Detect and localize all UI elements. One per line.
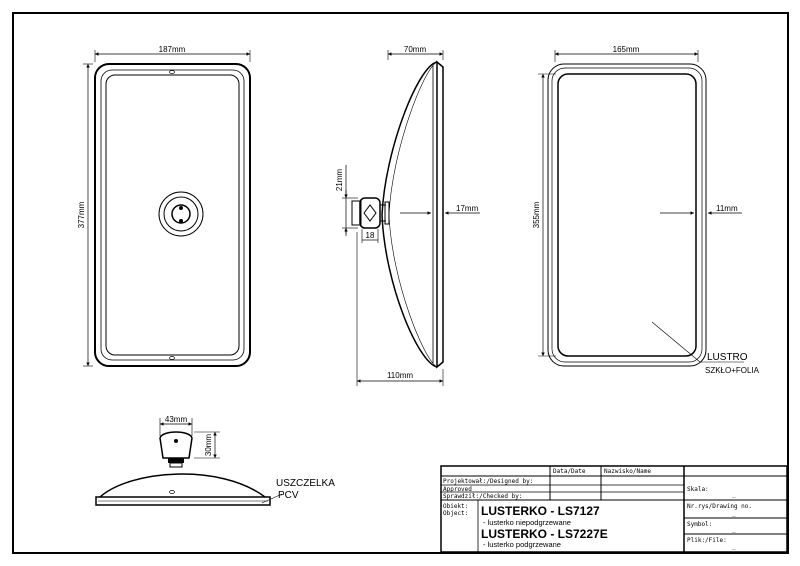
- side-depth-top-label: 70mm: [404, 45, 427, 54]
- tb-object-label-en: Object:: [443, 510, 468, 517]
- side-depth-bottom-label: 110mm: [387, 371, 413, 380]
- tb-object-sub-2: - lusterko podgrzewane: [483, 540, 561, 549]
- tb-scale-label: Skala:: [687, 486, 709, 493]
- front-view: 187mm 377mm: [77, 45, 251, 367]
- back-width-label: 165mm: [613, 45, 640, 54]
- tb-scale-value: _: [732, 491, 736, 498]
- title-block: Data/Date Nazwisko/Name Projektował:/Des…: [440, 465, 788, 553]
- side-offset-label: 17mm: [456, 204, 479, 213]
- mount-socket: [158, 191, 204, 237]
- glass-sub-label: SZKŁO+FOLIA: [705, 366, 760, 375]
- back-offset-label: 11mm: [716, 204, 738, 213]
- mount-width-label: 18: [366, 231, 375, 240]
- gasket-sub-label: PCV: [278, 490, 299, 501]
- tb-symbol-value: _: [732, 526, 736, 533]
- tb-drawing-no-value: _: [732, 510, 736, 517]
- tb-symbol-label: Symbol:: [687, 521, 712, 528]
- tb-designed-by: Projektował:/Designed by:: [443, 478, 533, 485]
- drawing-frame: [12, 12, 789, 554]
- tb-object-title-2: LUSTERKO - LS7227E: [481, 527, 608, 541]
- back-view: 165mm 355mm 11mm LUSTRO SZKŁO+FOLIA: [532, 45, 760, 375]
- side-view: 70mm 110mm 17mm 21mm 18: [335, 45, 480, 386]
- glass-label: LUSTRO: [707, 352, 748, 363]
- tb-file-value: _: [732, 543, 736, 550]
- tb-object-label-pl: Obiekt:: [443, 503, 468, 510]
- bottom-mount-height-label: 30mm: [204, 434, 213, 457]
- tb-checked-by: Sprawdził:/Checked by:: [443, 493, 522, 500]
- tb-approved: Approved: [443, 486, 472, 493]
- bottom-view: 43mm 30mm USZCZELKA PCV: [95, 415, 335, 506]
- tb-header-name: Nazwisko/Name: [604, 468, 651, 475]
- tb-object-sub-1: - lusterko niepodgrzewane: [483, 518, 571, 527]
- mount-height-label: 21mm: [335, 169, 344, 192]
- tb-header-date: Data/Date: [553, 468, 586, 475]
- tb-file-label: Plik:/File:: [687, 537, 727, 544]
- back-height-label: 355mm: [532, 201, 541, 228]
- bottom-mount-width-label: 43mm: [165, 415, 188, 424]
- front-height-label: 377mm: [77, 201, 86, 228]
- tb-drawing-no-label: Nr.rys/Drawing no.: [687, 503, 752, 510]
- gasket-label: USZCZELKA: [276, 478, 335, 489]
- bottom-mount: [159, 431, 193, 468]
- tb-object-title-1: LUSTERKO - LS7127: [481, 504, 600, 518]
- front-width-label: 187mm: [159, 45, 186, 54]
- side-mount: [351, 197, 390, 229]
